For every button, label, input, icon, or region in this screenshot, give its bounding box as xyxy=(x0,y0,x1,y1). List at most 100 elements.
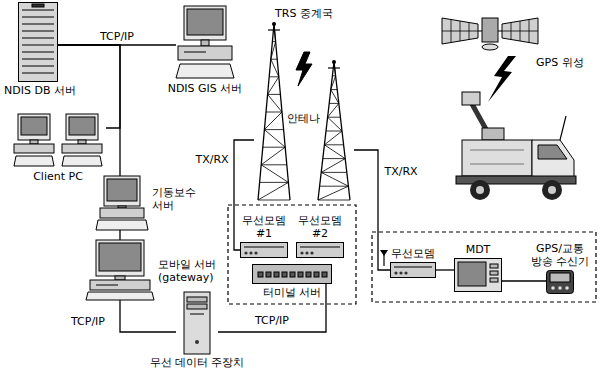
terminal-port xyxy=(266,272,271,277)
mdt-button xyxy=(490,264,498,268)
monitor-screen xyxy=(69,117,95,135)
tower-brace xyxy=(321,172,347,173)
device-label: 터미널 서버 xyxy=(263,286,322,299)
device-label: MDT xyxy=(466,243,491,256)
system-unit xyxy=(62,144,102,153)
modem-led xyxy=(300,251,303,254)
antenna-tip xyxy=(272,22,276,26)
truck-wheel xyxy=(470,180,490,200)
keyboard xyxy=(86,292,154,300)
satellite-body xyxy=(482,18,498,42)
pc-icon xyxy=(96,176,148,230)
rack-slot xyxy=(22,10,54,11)
satellite-icon xyxy=(440,8,540,52)
truck-wheel-hub xyxy=(548,186,556,194)
tower-brace xyxy=(321,172,348,186)
tower-brace xyxy=(263,147,285,148)
tower-brace xyxy=(328,103,339,117)
device-label: 무선모뎀 #1 xyxy=(239,214,289,240)
antenna-bar xyxy=(328,67,340,68)
monitor-case xyxy=(66,114,98,140)
modem-led xyxy=(244,251,247,254)
solar-panel xyxy=(442,18,478,44)
terminal-server: 터미널 서버 xyxy=(252,264,332,284)
tower-brace xyxy=(274,24,276,42)
mdt-terminal: MDT xyxy=(454,258,502,292)
modem-case xyxy=(241,243,288,258)
receiver-case xyxy=(547,271,574,294)
tower-brace xyxy=(268,94,282,112)
drive-bay xyxy=(187,304,207,309)
satellite-dish xyxy=(482,44,498,50)
tower-brace xyxy=(328,117,341,118)
monitor-screen xyxy=(187,9,223,35)
monitor-screen xyxy=(99,243,141,271)
terminal-case xyxy=(253,265,332,284)
tower-brace xyxy=(271,59,279,77)
tower-brace xyxy=(261,165,288,183)
monitor-stand xyxy=(201,40,209,46)
truck-wheel xyxy=(542,180,562,200)
device-label: Client PC xyxy=(33,170,83,183)
terminal-port xyxy=(314,272,319,277)
truck-body xyxy=(462,140,532,176)
terminal-port xyxy=(306,272,311,277)
tower-brace xyxy=(329,103,339,104)
receiver-button xyxy=(551,286,555,290)
rack-slot xyxy=(22,73,54,74)
panel-grid xyxy=(442,31,478,32)
network-link xyxy=(234,140,254,250)
rack-slot xyxy=(22,38,54,39)
monitor-stand xyxy=(30,140,38,144)
device-label: GPS 위성 xyxy=(536,56,584,69)
keyboard xyxy=(14,156,54,166)
tower-brace xyxy=(328,117,342,131)
tower-brace xyxy=(323,158,345,159)
link-label: TX/RX xyxy=(193,153,230,166)
link-label: TX/RX xyxy=(382,165,419,178)
device-label: 무선 데이터 주장치 xyxy=(150,356,245,369)
network-link xyxy=(58,45,120,176)
tower-brace xyxy=(331,90,339,104)
truck-antenna xyxy=(560,116,566,140)
tower-brace xyxy=(331,76,336,90)
tower-brace xyxy=(271,42,276,60)
antenna-bar xyxy=(268,29,280,30)
terminal-port xyxy=(274,272,279,277)
keyboard xyxy=(62,156,102,166)
tower-brace xyxy=(320,186,349,187)
tower-brace xyxy=(326,131,342,132)
tower-brace xyxy=(318,200,350,201)
device-label: 무선모뎀 #2 xyxy=(295,214,345,240)
gps-receiver: GPS/교통 방송 수신기 xyxy=(546,270,574,294)
mdt-screen xyxy=(458,262,486,286)
terminal-port xyxy=(282,272,287,277)
modem-led xyxy=(399,271,402,274)
tower-brace xyxy=(269,76,279,77)
modem-line xyxy=(300,247,340,248)
dashed-group-box xyxy=(372,232,596,302)
panel-arm xyxy=(498,31,502,32)
antenna-symbol xyxy=(380,250,388,256)
monitor-stand xyxy=(115,276,125,280)
trs-relay: TRS 중계국안테나 xyxy=(254,22,354,200)
solar-panel xyxy=(502,18,538,44)
modem-led xyxy=(254,251,257,254)
power-button xyxy=(195,340,199,344)
monitor-stand xyxy=(78,140,86,144)
modem-line xyxy=(394,267,432,268)
antenna-tip xyxy=(332,60,336,64)
rack-slot xyxy=(22,52,54,53)
receiver-screen xyxy=(550,273,570,282)
modem-icon xyxy=(296,242,344,258)
towers-icon xyxy=(254,22,354,200)
rack-light xyxy=(32,4,44,7)
lightning-symbol xyxy=(488,56,516,102)
network-link xyxy=(120,300,176,332)
maintenance-server: 기동보수 서버 xyxy=(96,176,148,230)
network-link xyxy=(502,280,546,281)
monitor-screen xyxy=(107,179,137,201)
db-server: NDIS DB 서버 xyxy=(18,2,58,82)
tower-brace xyxy=(268,94,281,95)
tower-brace xyxy=(318,186,348,200)
